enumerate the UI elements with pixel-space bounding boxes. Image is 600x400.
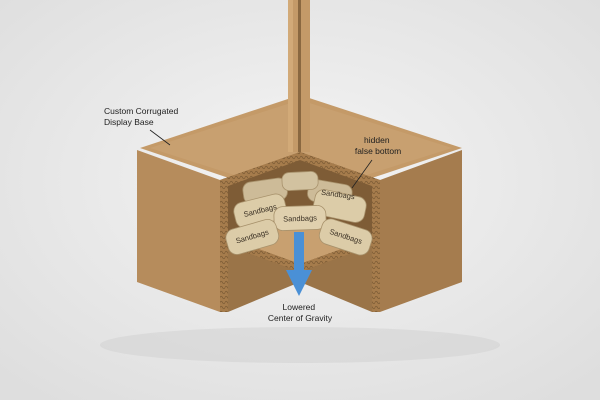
display-pole [288,0,310,152]
sandbag: Sandbags [233,193,288,229]
right-cut-edge-top [300,152,380,186]
display-base-leader [149,129,171,146]
sandbag [281,171,319,191]
sandbag [312,189,367,223]
floor-shadow [100,327,500,363]
display-base-label: Custom Corrugated Display Base [104,106,181,127]
right-outer-wall [380,150,462,312]
false-bottom-label: hidden false bottom [355,135,401,156]
left-cut-edge [220,180,228,312]
left-outer-wall [137,150,220,312]
right-cut-edge [372,180,380,312]
sandbag: Sandbags [318,218,373,256]
sandbag-pile: Sandbags Sandbags Sandbags Sandbags Sand… [225,171,373,256]
sandbag-label: Sandbags [283,213,317,223]
sandbag: Sandbags [273,205,327,231]
center-of-gravity-arrow [286,232,312,296]
left-cut-edge-top [220,152,300,186]
false-bottom-leader [351,159,373,189]
sandbag: Sandbags [225,219,280,255]
center-of-gravity-label: Lowered Center of Gravity [268,302,333,323]
